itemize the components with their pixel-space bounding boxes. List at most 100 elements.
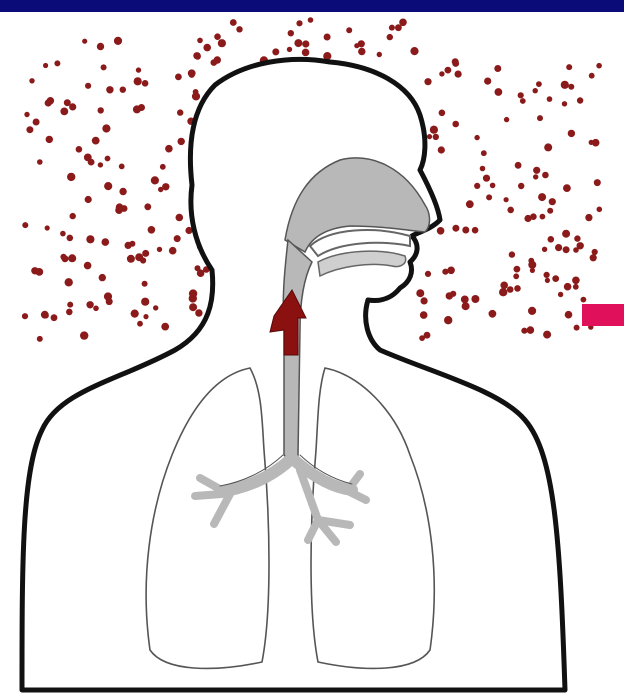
particle — [377, 52, 382, 57]
particle — [26, 126, 33, 133]
particle — [450, 291, 456, 297]
particle — [577, 242, 584, 249]
particle — [486, 194, 492, 200]
particle — [533, 174, 538, 179]
particle — [425, 271, 431, 277]
particle — [520, 98, 526, 104]
particle — [594, 179, 601, 186]
particle — [193, 52, 200, 59]
particle — [67, 173, 75, 181]
particle — [189, 303, 197, 311]
particle — [189, 289, 197, 297]
particle — [387, 34, 393, 40]
particle — [389, 25, 395, 31]
particle — [41, 311, 49, 319]
particle — [499, 288, 507, 296]
particle — [101, 64, 107, 70]
particle — [544, 143, 552, 151]
particle — [85, 196, 92, 203]
particle — [561, 81, 569, 89]
particle — [530, 268, 535, 273]
particle — [119, 188, 126, 195]
particle — [86, 235, 94, 243]
particle — [195, 309, 202, 316]
particle — [566, 64, 572, 70]
particle — [597, 207, 603, 213]
particle — [131, 310, 139, 318]
particle — [421, 297, 428, 304]
particle — [144, 203, 151, 210]
particle — [452, 121, 459, 128]
particle — [197, 269, 205, 277]
particle — [563, 184, 571, 192]
particle — [33, 119, 40, 126]
particle — [563, 246, 570, 253]
particle — [24, 112, 29, 117]
particle — [129, 241, 135, 247]
particle — [294, 39, 302, 47]
particle — [189, 72, 195, 78]
particle — [65, 278, 73, 286]
particle — [358, 48, 365, 55]
particle — [547, 208, 553, 214]
particle — [302, 49, 310, 57]
particle — [143, 314, 148, 319]
particle — [514, 266, 521, 273]
particle — [177, 109, 183, 115]
particle — [98, 162, 103, 167]
particle — [105, 156, 111, 162]
particle — [596, 63, 602, 69]
particle — [480, 166, 486, 172]
particle — [106, 298, 113, 305]
particle — [549, 198, 556, 205]
particle — [424, 78, 431, 85]
particle — [67, 302, 73, 308]
particle — [148, 226, 156, 234]
particle — [197, 38, 203, 44]
particle — [562, 101, 567, 106]
particle — [544, 272, 550, 278]
particle — [203, 44, 211, 52]
particle — [99, 274, 106, 281]
particle — [445, 67, 452, 74]
particle — [174, 235, 181, 242]
particle — [452, 225, 459, 232]
particle — [494, 65, 501, 72]
particle — [142, 250, 149, 257]
particle — [472, 227, 479, 234]
particle — [134, 77, 142, 85]
particle — [573, 284, 579, 290]
particle — [153, 305, 158, 310]
particle — [537, 115, 543, 121]
particle — [218, 39, 226, 47]
pink-marker — [582, 304, 624, 326]
particle — [515, 162, 522, 169]
particle — [574, 325, 580, 331]
particle — [37, 159, 43, 165]
particle — [68, 254, 76, 262]
particle — [540, 214, 546, 220]
particle — [542, 172, 549, 179]
particle — [461, 296, 469, 304]
particle — [136, 67, 141, 72]
particle — [92, 137, 100, 145]
particle — [29, 78, 34, 83]
particle — [230, 19, 237, 26]
particle — [538, 193, 546, 201]
particle — [474, 135, 479, 140]
particle — [22, 222, 28, 228]
particle — [430, 126, 438, 134]
particle — [521, 328, 527, 334]
particle — [176, 214, 184, 222]
particle — [581, 297, 587, 303]
particle — [60, 254, 66, 260]
particle — [427, 134, 432, 139]
particle — [66, 309, 73, 316]
particle — [542, 247, 547, 252]
particle — [119, 164, 125, 170]
particle — [51, 314, 58, 321]
particle — [513, 273, 519, 279]
particle — [60, 231, 66, 237]
